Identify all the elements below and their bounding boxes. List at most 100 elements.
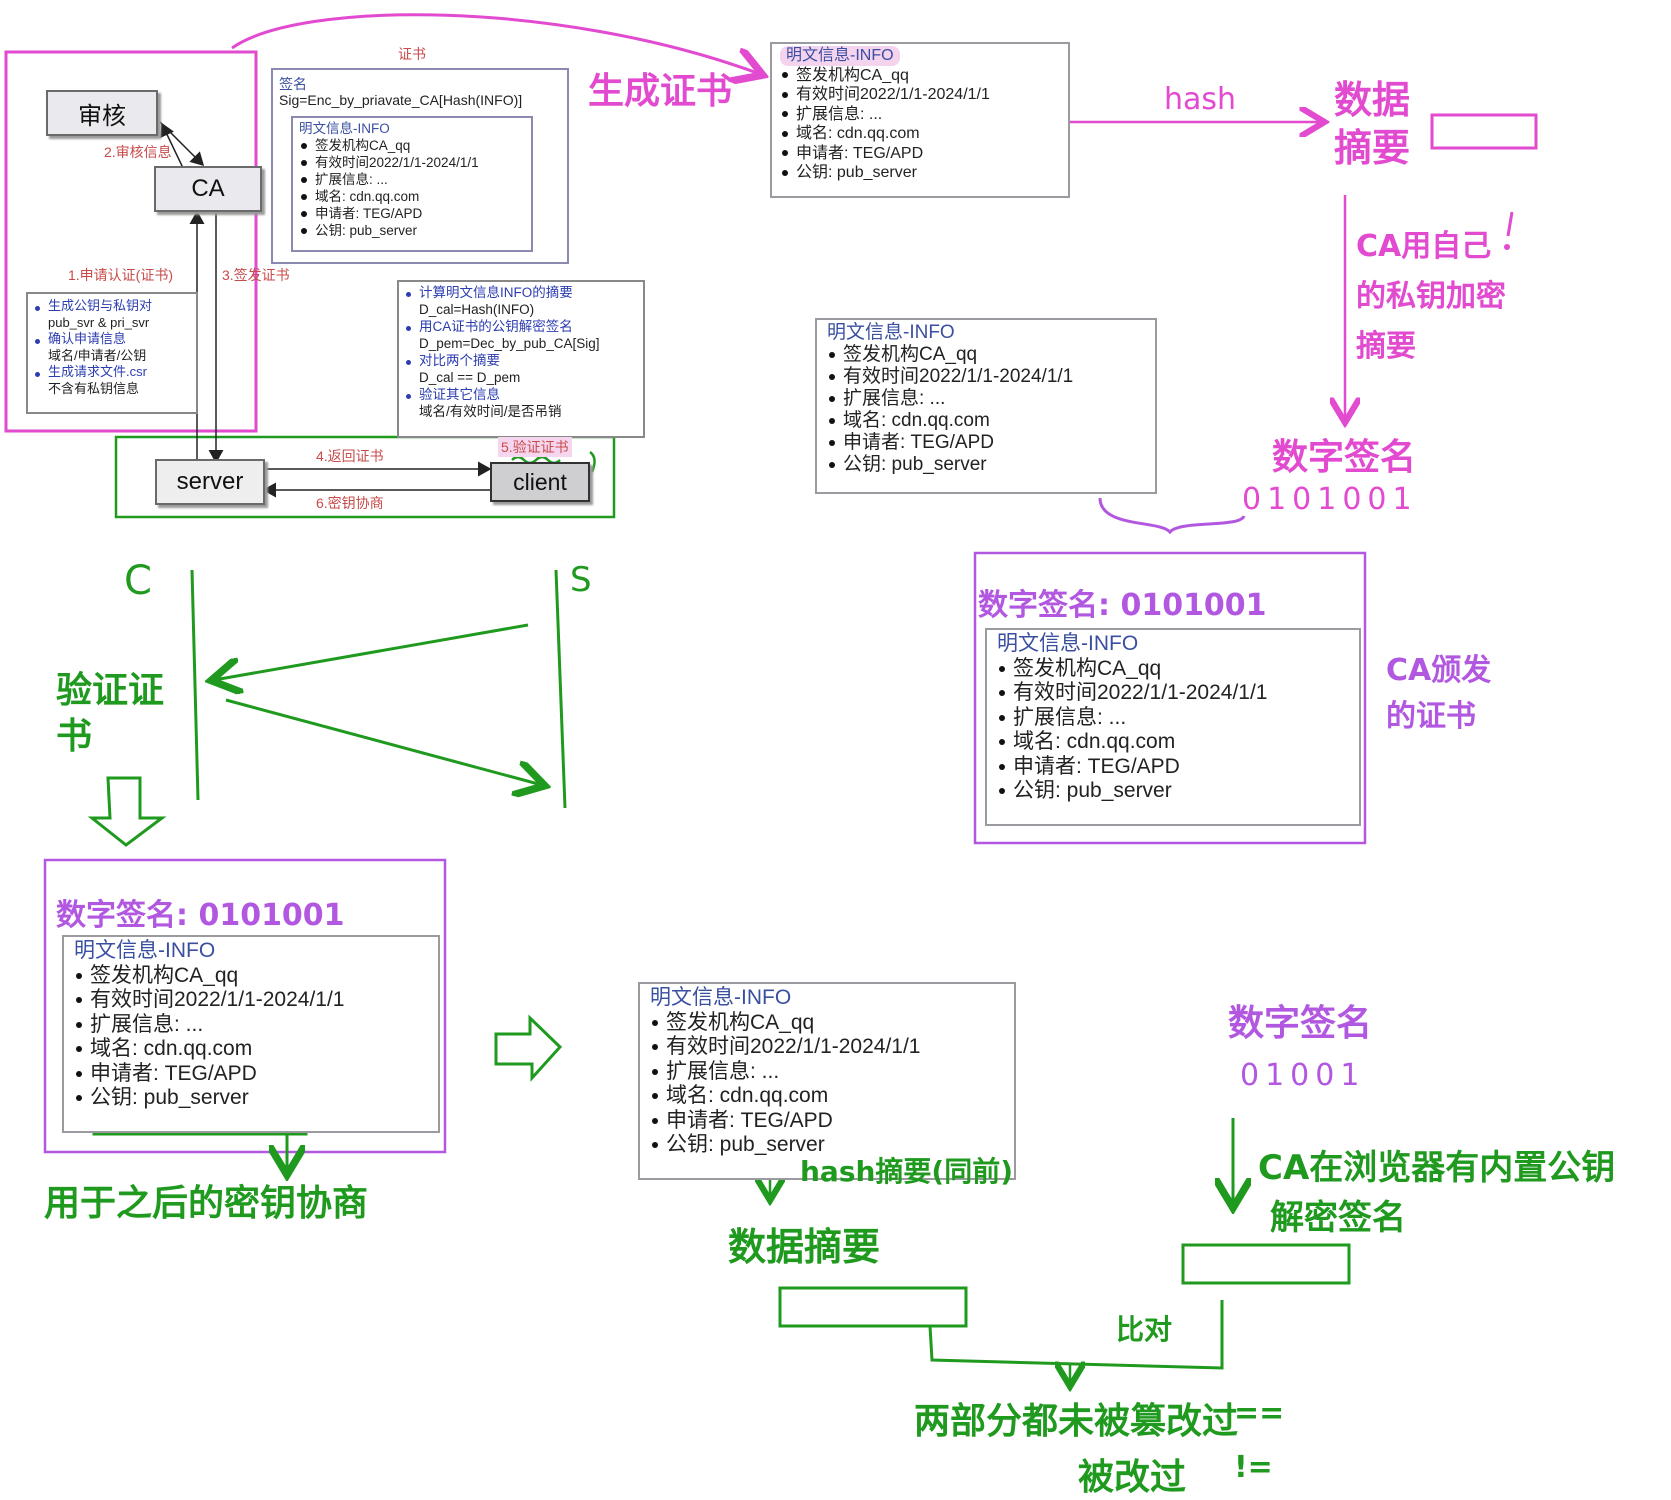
info-item: 有效时间2022/1/1-2024/1/1: [74, 988, 428, 1013]
edge-apply-cert: 1.申请认证(证书): [68, 267, 173, 283]
right-signature-label: 数字签名: 0101001: [978, 588, 1267, 623]
info-item: 有效时间2022/1/1-2024/1/1: [780, 85, 1060, 105]
info-list: 签发机构CA_qq 有效时间2022/1/1-2024/1/1 扩展信息: ..…: [997, 657, 1349, 804]
info-title: 明文信息-INFO: [74, 939, 216, 962]
info-item: 扩展信息: ...: [74, 1013, 428, 1038]
info-item: 域名: cdn.qq.com: [780, 124, 1060, 144]
signature-formula: Sig=Enc_by_priavate_CA[Hash(INFO)]: [279, 92, 523, 108]
client-lane-label: C: [124, 558, 152, 604]
middle-info-box: 明文信息-INFO 签发机构CA_qq 有效时间2022/1/1-2024/1/…: [815, 318, 1157, 494]
certificate-heading: 证书: [398, 46, 426, 62]
not-tampered-note: 两部分都未被篡改过: [914, 1401, 1239, 1442]
server-node: server: [155, 459, 265, 505]
generate-cert-note: 生成证书: [588, 71, 733, 112]
ca-private-encrypt-note: CA用自己的私钥加密摘要: [1356, 229, 1506, 364]
digital-signature-note-2: 数字签名: [1228, 1003, 1373, 1044]
info-list: 签发机构CA_qq 有效时间2022/1/1-2024/1/1 扩展信息: ..…: [780, 66, 1060, 183]
hash-note: hash: [1164, 82, 1237, 117]
received-cert-info-box: 明文信息-INFO 签发机构CA_qq 有效时间2022/1/1-2024/1/…: [62, 935, 440, 1133]
cert-info-title: 明文信息-INFO: [299, 121, 390, 136]
info-item: 申请者: TEG/APD: [780, 144, 1060, 164]
apply-step-2: 确认申请信息域名/申请者/公钥: [32, 331, 192, 364]
cert-info-item: 有效时间2022/1/1-2024/1/1: [299, 154, 525, 171]
left-signature-label: 数字签名: 0101001: [56, 898, 345, 933]
info-title: 明文信息-INFO: [997, 632, 1139, 655]
info-item: 有效时间2022/1/1-2024/1/1: [650, 1035, 1004, 1060]
info-item: 域名: cdn.qq.com: [827, 410, 1145, 432]
cert-info-item: 申请者: TEG/APD: [299, 205, 525, 222]
verify-step-4: 验证其它信息域名/有效时间/是否吊销: [403, 386, 639, 420]
info-item: 有效时间2022/1/1-2024/1/1: [997, 681, 1349, 706]
browser-builtin-key-note: CA在浏览器有内置公钥: [1258, 1148, 1616, 1188]
certificate-info-box: 明文信息-INFO 签发机构CA_qq 有效时间2022/1/1-2024/1/…: [291, 116, 533, 252]
info-item: 扩展信息: ...: [997, 706, 1349, 731]
not-equal-sign: !=: [1234, 1450, 1273, 1485]
info-item: 域名: cdn.qq.com: [650, 1084, 1004, 1109]
edge-issue-cert: 3.签发证书: [222, 267, 290, 283]
server-node-label: server: [176, 468, 244, 495]
info-item: 公钥: pub_server: [650, 1133, 1004, 1158]
ca-node-label: CA: [191, 175, 225, 202]
audit-node-label: 审核: [78, 102, 126, 130]
info-item: 签发机构CA_qq: [997, 657, 1349, 682]
signature-bits-2: 01001: [1240, 1058, 1366, 1093]
later-key-negotiation-note: 用于之后的密钥协商: [44, 1183, 369, 1224]
info-item: 签发机构CA_qq: [827, 344, 1145, 366]
info-title: 明文信息-INFO: [827, 322, 955, 343]
digital-signature-note: 数字签名: [1272, 437, 1417, 478]
info-list: 签发机构CA_qq 有效时间2022/1/1-2024/1/1 扩展信息: ..…: [827, 344, 1145, 476]
info-title: 明文信息-INFO: [650, 986, 792, 1009]
edge-verify-cert: 5.验证证书: [498, 437, 572, 457]
data-digest-note: 数据摘要: [1334, 78, 1411, 170]
equal-sign: ==: [1234, 1396, 1285, 1431]
cert-info-item: 扩展信息: ...: [299, 171, 525, 188]
ca-node: CA: [154, 166, 262, 212]
cert-info-item: 公钥: pub_server: [299, 222, 525, 239]
cert-info-item: 签发机构CA_qq: [299, 137, 525, 154]
cert-info-item: 域名: cdn.qq.com: [299, 188, 525, 205]
certificate-box: 签名 Sig=Enc_by_priavate_CA[Hash(INFO)] 明文…: [271, 68, 569, 264]
info-item: 签发机构CA_qq: [650, 1011, 1004, 1036]
compare-note: 比对: [1116, 1313, 1173, 1346]
info-item: 公钥: pub_server: [780, 163, 1060, 183]
info-item: 公钥: pub_server: [997, 779, 1349, 804]
hash-digest-same-note: hash摘要(同前): [800, 1155, 1014, 1188]
info-item: 域名: cdn.qq.com: [74, 1037, 428, 1062]
cert-info-list: 签发机构CA_qq 有效时间2022/1/1-2024/1/1 扩展信息: ..…: [299, 137, 525, 239]
generated-cert-info-box: 明文信息-INFO 签发机构CA_qq 有效时间2022/1/1-2024/1/…: [770, 42, 1070, 198]
signature-label: 签名: [279, 76, 307, 92]
tampered-note: 被改过: [1078, 1457, 1187, 1498]
info-item: 签发机构CA_qq: [74, 964, 428, 989]
edge-return-cert: 4.返回证书: [316, 448, 384, 464]
data-digest-note-2: 数据摘要: [728, 1225, 881, 1269]
edge-audit-info: 2.审核信息: [104, 144, 172, 160]
edge-key-negotiation: 6.密钥协商: [316, 495, 384, 511]
info-item: 申请者: TEG/APD: [827, 432, 1145, 454]
info-item: 公钥: pub_server: [74, 1086, 428, 1111]
info-item: 扩展信息: ...: [827, 388, 1145, 410]
extracted-info-box: 明文信息-INFO 签发机构CA_qq 有效时间2022/1/1-2024/1/…: [638, 982, 1016, 1180]
verify-cert-note: 验证证书: [56, 670, 165, 757]
info-list: 签发机构CA_qq 有效时间2022/1/1-2024/1/1 扩展信息: ..…: [650, 1011, 1004, 1158]
info-item: 申请者: TEG/APD: [74, 1062, 428, 1087]
ca-issued-cert-note: CA颁发的证书: [1386, 653, 1492, 734]
info-item: 域名: cdn.qq.com: [997, 730, 1349, 755]
ca-issued-info-box: 明文信息-INFO 签发机构CA_qq 有效时间2022/1/1-2024/1/…: [985, 628, 1361, 826]
info-item: 签发机构CA_qq: [780, 66, 1060, 86]
info-item: 申请者: TEG/APD: [650, 1109, 1004, 1134]
info-item: 扩展信息: ...: [780, 105, 1060, 125]
info-item: 公钥: pub_server: [827, 454, 1145, 476]
audit-node: 审核: [46, 90, 158, 136]
signature-bits: 0101001: [1242, 482, 1418, 517]
info-item: 申请者: TEG/APD: [997, 755, 1349, 780]
decrypt-signature-note: 解密签名: [1270, 1198, 1406, 1238]
